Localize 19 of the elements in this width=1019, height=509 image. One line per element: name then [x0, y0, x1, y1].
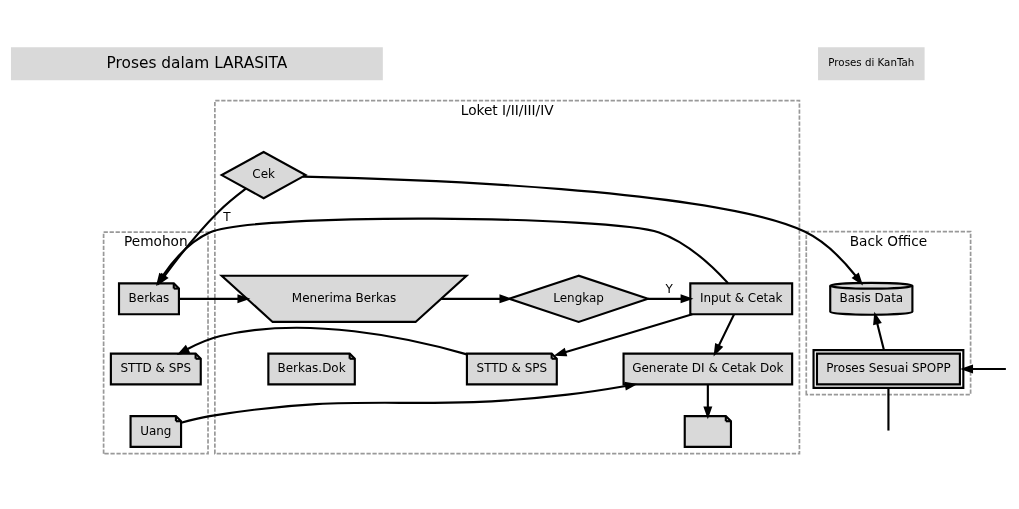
arrow — [713, 314, 735, 357]
edge-label: Y — [665, 282, 673, 296]
arrow — [553, 313, 693, 357]
edge-label: T — [223, 210, 231, 225]
connector — [887, 388, 890, 431]
arrow — [180, 381, 638, 424]
arrow — [873, 311, 885, 351]
node-box: Proses di KanTah — [818, 47, 925, 81]
arrow — [960, 364, 1006, 374]
arrow — [648, 294, 694, 304]
arrow — [703, 384, 713, 420]
arrow — [176, 326, 468, 356]
node-diamond: Cek — [219, 150, 308, 200]
node-box: Generate DI & Cetak Dok — [622, 352, 794, 386]
node-box: Proses dalam LARASITA — [10, 47, 383, 81]
arrow — [441, 294, 513, 304]
node-box: Input & Cetak — [689, 282, 794, 316]
arrow — [179, 294, 251, 304]
arrow — [303, 175, 863, 286]
